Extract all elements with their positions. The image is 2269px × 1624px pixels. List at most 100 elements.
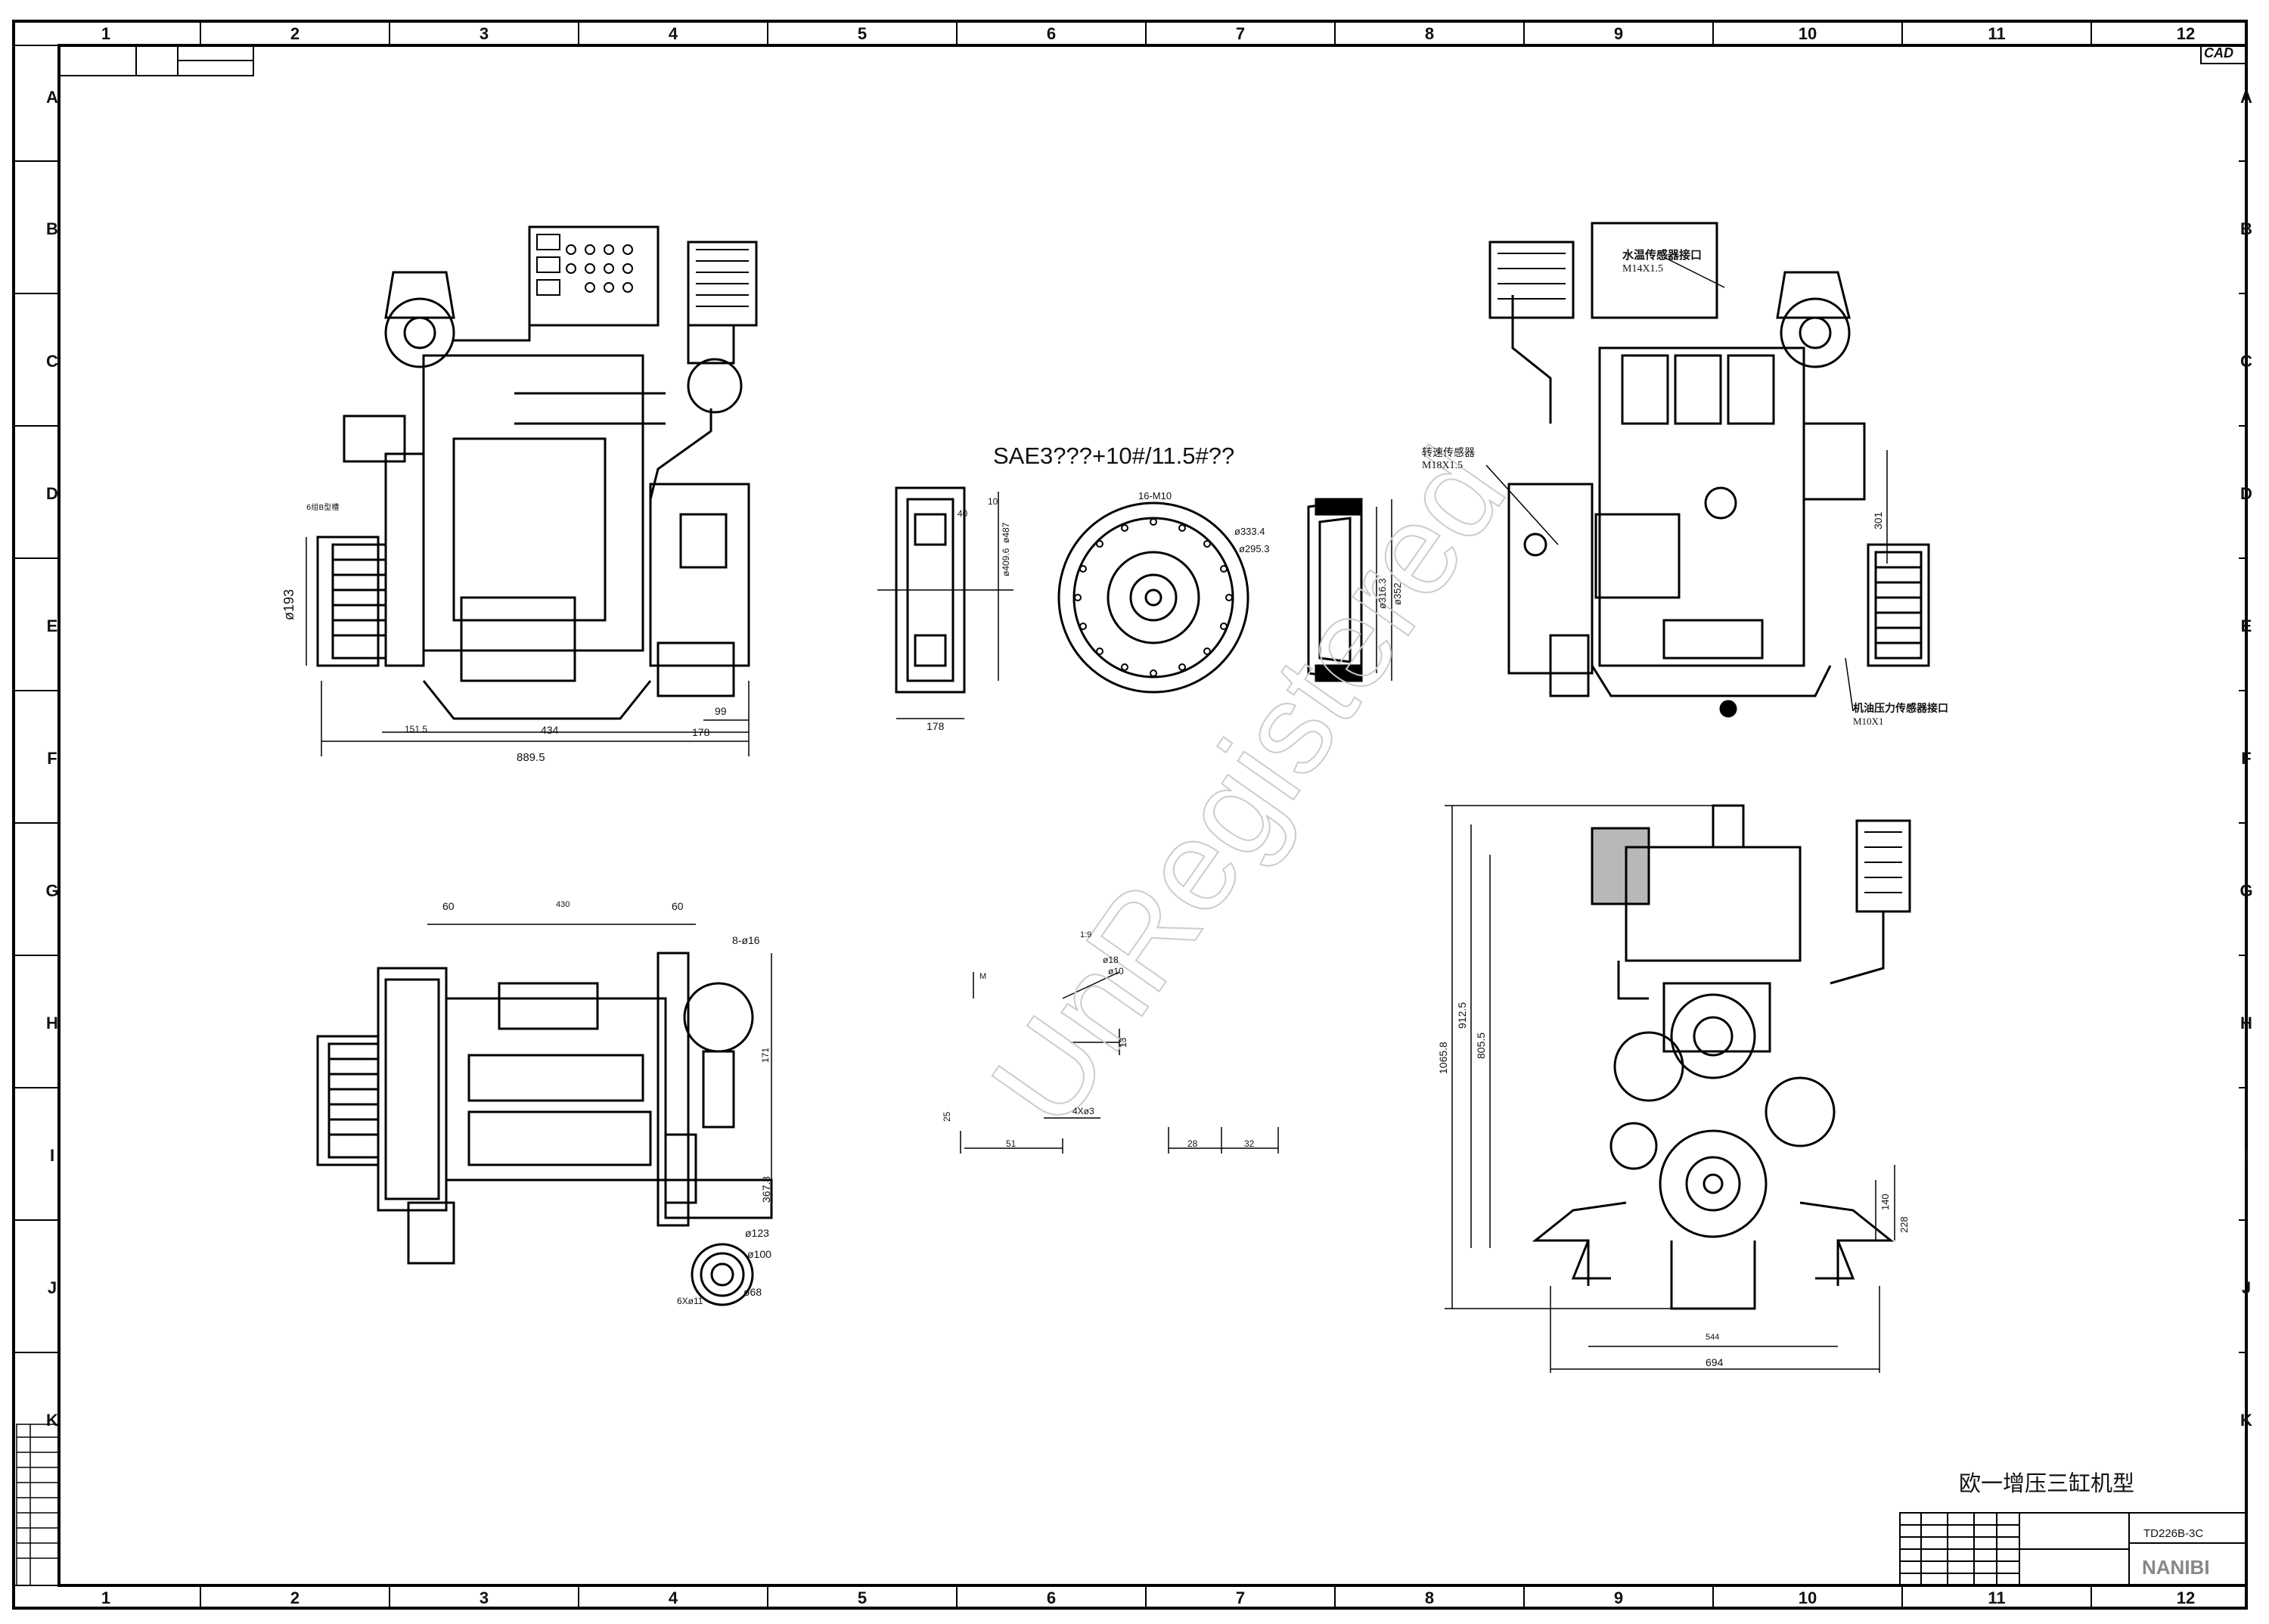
oil-pressure-sensor-label: 机油压力传感器接口 [1853,703,1948,715]
zone-number-12: 12 [2176,24,2196,43]
speed-sensor-thread: M18X1.5 [1422,460,1464,471]
dim-805-5: 805.5 [1475,1032,1487,1059]
dim-99: 99 [715,705,727,717]
detail-4-holes: 4Xø3 [1072,1106,1094,1116]
zone-letter-c-right: C [2240,352,2252,371]
zone-letter-b-right: B [2240,219,2252,238]
zone-number-10-bottom: 10 [1798,1588,1817,1607]
zone-letter-e-right: E [2240,616,2252,635]
flywheel-section [1307,498,1392,682]
detail-d25: 25 [942,1111,952,1122]
zone-letter-h-right: H [2240,1014,2252,1032]
detail-d13: 13 [1118,1037,1128,1048]
zone-letter-j: J [47,1278,57,1297]
dim-bolt-spec: 16-M10 [1138,490,1172,501]
dim-151-5: 151.5 [405,724,428,734]
zone-number-10: 10 [1798,24,1817,43]
dim-295-3: ø295.3 [1239,543,1270,554]
zone-letter-k-right: K [2240,1411,2252,1430]
detail-m-label: M [979,972,987,981]
detail-slope: 1:9 [1080,930,1092,939]
zone-letter-c: C [46,352,58,371]
dim-6-holes: 6Xø11 [677,1296,703,1306]
zone-number-3-bottom: 3 [479,1588,489,1607]
detail-d28: 28 [1187,1138,1198,1149]
end-view [1445,804,1911,1373]
dim-409-6: ø409.6 [1001,548,1011,576]
zone-letter-e: E [46,616,58,635]
dim-430: 430 [556,900,570,909]
zone-letter-h: H [46,1014,58,1032]
zone-number-9-bottom: 9 [1613,1588,1624,1607]
dim-912-5: 912.5 [1456,1001,1468,1029]
zone-letter-b: B [46,219,58,238]
flywheel-housing-side [877,486,1013,719]
zone-letter-d: D [46,484,58,503]
top-view [316,924,773,1306]
dim-pulley-diameter: ø193 [281,588,296,620]
dim-228: 228 [1898,1216,1910,1233]
dim-60-right: 60 [672,900,684,912]
zone-letter-g: G [45,881,59,900]
zone-letter-d-right: D [2240,484,2252,503]
water-temp-thread: M14X1.5 [1622,263,1664,275]
zone-number-4-bottom: 4 [668,1588,678,1607]
detail-d18: ø18 [1103,955,1119,965]
dim-352: ø352 [1392,582,1403,605]
dim-8-holes: 8-ø16 [732,934,760,946]
dim-123: ø123 [745,1227,769,1239]
dim-889-5: 889.5 [517,751,545,764]
oil-pressure-thread: M10X1 [1853,716,1884,727]
dim-140: 140 [1879,1194,1891,1210]
zone-number-5-bottom: 5 [857,1588,868,1607]
zone-number-11: 11 [1988,24,2006,43]
zone-letter-j-right: J [2241,1278,2252,1297]
dim-434: 434 [541,724,559,736]
dim-178: 178 [692,726,710,738]
speed-sensor-label: 转速传感器 [1422,447,1475,459]
dim-544: 544 [1706,1333,1720,1342]
dim-333-4: ø333.4 [1234,526,1265,537]
zone-number-5: 5 [857,24,868,43]
dim-40: 40 [958,508,968,519]
zone-number-6: 6 [1046,24,1057,43]
detail-d10: ø10 [1108,966,1124,977]
dim-301: 301 [1872,511,1884,529]
zone-letter-i: I [49,1146,55,1165]
zone-letter-f-right: F [2241,749,2252,768]
dim-487: ø487 [1001,522,1011,543]
zone-number-1: 1 [101,24,111,43]
zone-number-1-bottom: 1 [101,1588,111,1607]
zone-letter-a: A [46,88,58,107]
detail-section [960,971,1279,1154]
water-temp-sensor-label: 水温传感器接口 [1622,248,1703,262]
dim-68: ø68 [743,1286,762,1298]
dim-100: ø100 [747,1248,771,1260]
dim-367-8: 367.8 [760,1175,772,1203]
right-view [1485,222,1930,718]
zone-number-7-bottom: 7 [1235,1588,1246,1607]
front-left-view [306,225,758,756]
zone-number-8: 8 [1424,24,1435,43]
dim-694: 694 [1706,1356,1724,1368]
zone-number-12-bottom: 12 [2176,1588,2196,1607]
zone-letter-f: F [47,749,57,768]
flywheel-spec-title: SAE3???+10#/11.5#?? [993,442,1235,469]
dim-10: 10 [988,496,998,507]
zone-number-2-bottom: 2 [290,1588,300,1607]
zone-number-11-bottom: 11 [1988,1588,2006,1607]
dim-1065-8: 1065.8 [1437,1042,1449,1074]
detail-d51: 51 [1006,1138,1017,1149]
detail-d32: 32 [1244,1138,1255,1149]
model-code: TD226B-3C [2143,1527,2204,1540]
zone-number-3: 3 [479,24,489,43]
company-logo: NANIBI [2142,1556,2210,1579]
zone-number-4: 4 [668,24,678,43]
zone-letter-k: K [46,1411,58,1430]
cad-corner-tag: CAD [2204,45,2233,61]
zone-number-7: 7 [1235,24,1246,43]
zone-number-6-bottom: 6 [1046,1588,1057,1607]
dim-316-3: ø316.3 [1377,578,1388,609]
zone-number-8-bottom: 8 [1424,1588,1435,1607]
